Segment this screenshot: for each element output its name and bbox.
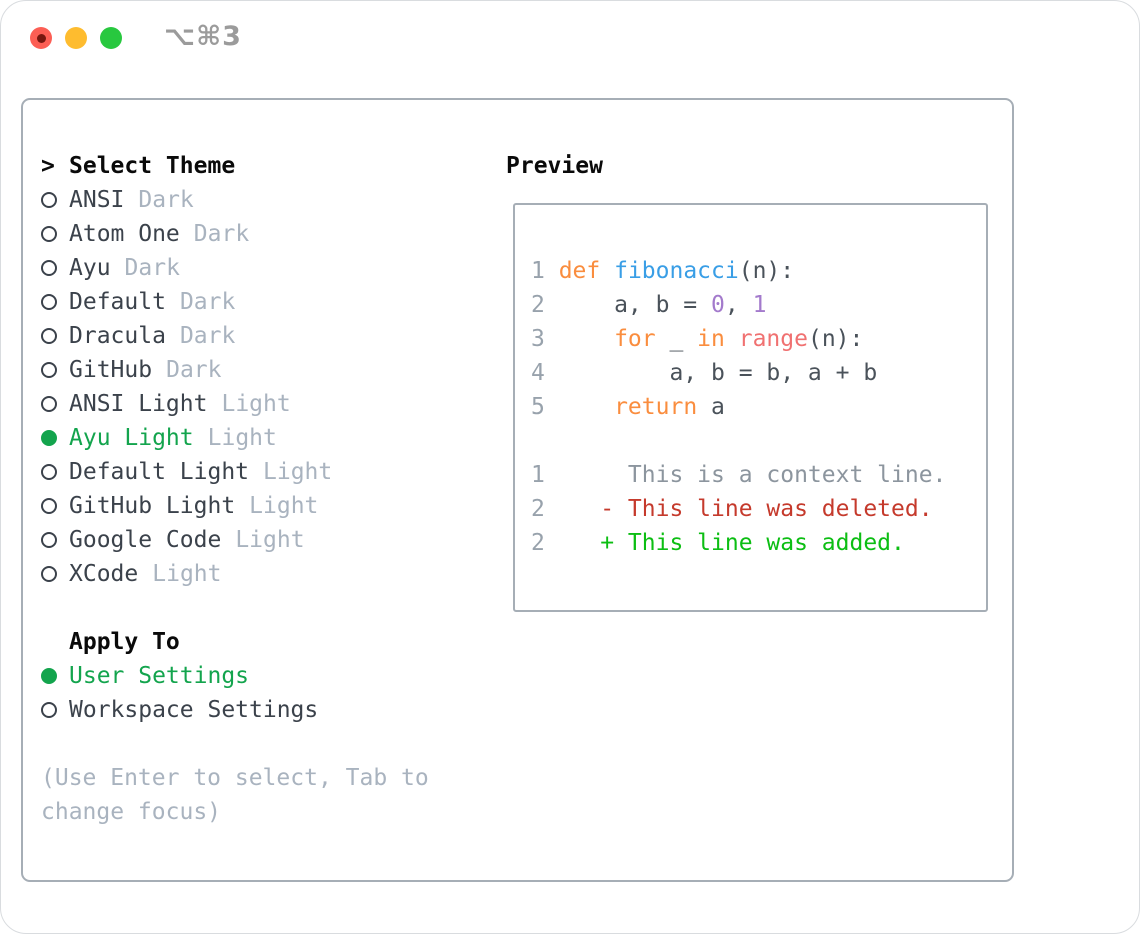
close-button[interactable] xyxy=(30,27,52,49)
theme-variant-badge: Dark xyxy=(124,255,180,281)
diff-context-line: 1 This is a context line. xyxy=(531,458,986,492)
theme-option-dracula-dark[interactable]: Dracula Dark xyxy=(41,319,491,353)
radio-icon xyxy=(41,362,57,378)
spacer xyxy=(531,424,986,458)
theme-picker-panel: > Select Theme ANSI Dark Atom One Dark A… xyxy=(21,98,1014,882)
theme-option-default-dark[interactable]: Default Dark xyxy=(41,285,491,319)
theme-variant-badge: Light xyxy=(235,527,305,553)
radio-icon xyxy=(41,702,57,718)
theme-variant-badge: Dark xyxy=(138,187,194,213)
theme-variant-badge: Dark xyxy=(193,221,250,247)
radio-icon xyxy=(41,566,57,582)
radio-icon xyxy=(41,294,57,310)
line-number: 2 xyxy=(531,292,545,318)
spacer xyxy=(41,591,491,625)
apply-option-workspace-settings[interactable]: Workspace Settings xyxy=(41,693,491,727)
spacer xyxy=(41,727,491,761)
theme-variant-badge: Light xyxy=(249,493,319,519)
diff-deleted-line: 2 - This line was deleted. xyxy=(531,492,986,526)
code-preview-box: 1 def fibonacci(n): 2 a, b = 0, 1 3 for … xyxy=(513,203,988,612)
help-text: (Use Enter to select, Tab to change focu… xyxy=(41,765,429,825)
window-shortcut-label: ⌥⌘3 xyxy=(164,21,242,52)
theme-variant-badge: Light xyxy=(207,425,277,451)
minimize-button[interactable] xyxy=(65,27,87,49)
theme-option-github-dark[interactable]: GitHub Dark xyxy=(41,353,491,387)
zoom-button[interactable] xyxy=(100,27,122,49)
theme-option-google-code[interactable]: Google Code Light xyxy=(41,523,491,557)
theme-list: > Select Theme ANSI Dark Atom One Dark A… xyxy=(41,149,491,829)
radio-icon xyxy=(41,328,57,344)
line-number: 1 xyxy=(531,462,545,488)
code-line: 1 def fibonacci(n): xyxy=(531,254,986,288)
theme-option-ayu-dark[interactable]: Ayu Dark xyxy=(41,251,491,285)
line-number: 3 xyxy=(531,326,545,352)
theme-variant-badge: Light xyxy=(221,391,291,417)
radio-selected-icon xyxy=(41,430,57,446)
radio-icon xyxy=(41,396,57,412)
theme-variant-badge: Light xyxy=(263,459,333,485)
diff-added-line: 2 + This line was added. xyxy=(531,526,986,560)
theme-variant-badge: Dark xyxy=(166,357,222,383)
code-line: 3 for _ in range(n): xyxy=(531,322,986,356)
select-theme-header: > Select Theme xyxy=(41,149,491,183)
cursor-icon: > xyxy=(41,153,55,179)
titlebar: ⌥⌘3 xyxy=(1,1,1139,75)
radio-icon xyxy=(41,192,57,208)
theme-option-ansi-light[interactable]: ANSI Light Light xyxy=(41,387,491,421)
apply-option-user-settings[interactable]: User Settings xyxy=(41,659,491,693)
radio-icon xyxy=(41,260,57,276)
radio-selected-icon xyxy=(41,668,57,684)
theme-option-github-light[interactable]: GitHub Light Light xyxy=(41,489,491,523)
close-dot-icon xyxy=(36,33,46,43)
radio-icon xyxy=(41,226,57,242)
theme-variant-badge: Dark xyxy=(179,289,236,315)
theme-variant-badge: Dark xyxy=(179,323,236,349)
code-line: 4 a, b = b, a + b xyxy=(531,356,986,390)
radio-icon xyxy=(41,464,57,480)
theme-option-ayu-light[interactable]: Ayu Light Light xyxy=(41,421,491,455)
radio-icon xyxy=(41,532,57,548)
page-title: Select Theme xyxy=(69,153,236,179)
theme-variant-badge: Light xyxy=(152,561,222,587)
line-number: 2 xyxy=(531,496,545,522)
radio-icon xyxy=(41,498,57,514)
preview-header: Preview xyxy=(506,153,603,179)
apply-to-header: Apply To xyxy=(69,629,180,655)
theme-option-xcode[interactable]: XCode Light xyxy=(41,557,491,591)
theme-option-default-light[interactable]: Default Light Light xyxy=(41,455,491,489)
line-number: 2 xyxy=(531,530,545,556)
code-line: 5 return a xyxy=(531,390,986,424)
code-line: 2 a, b = 0, 1 xyxy=(531,288,986,322)
theme-option-atom-one-dark[interactable]: Atom One Dark xyxy=(41,217,491,251)
line-number: 5 xyxy=(531,394,545,420)
traffic-lights xyxy=(30,27,122,49)
theme-option-ansi-dark[interactable]: ANSI Dark xyxy=(41,183,491,217)
line-number: 4 xyxy=(531,360,545,386)
line-number: 1 xyxy=(531,258,545,284)
